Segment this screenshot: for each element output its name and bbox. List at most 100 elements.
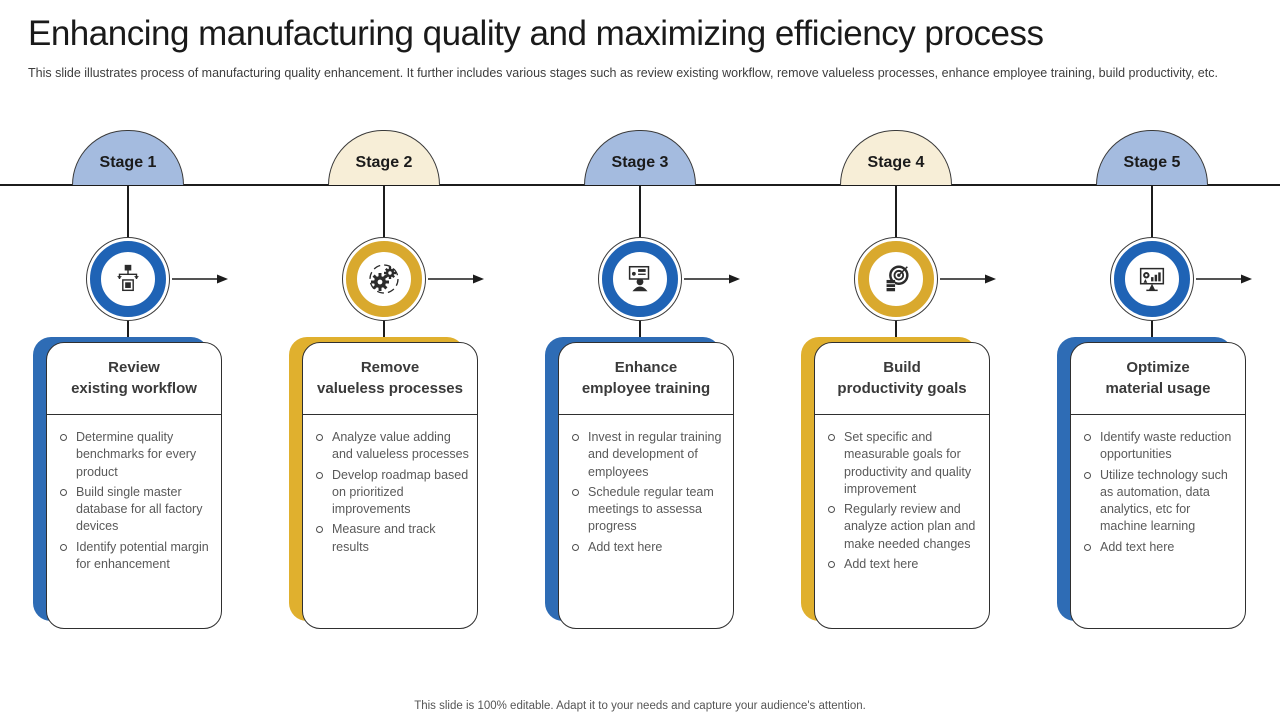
list-item: Determine quality benchmarks for every p… [60, 429, 213, 481]
list-item: Schedule regular team meetings to assess… [572, 484, 725, 536]
card-title-line: Enhance [614, 359, 678, 377]
circle-outline [342, 237, 426, 321]
connector [895, 321, 897, 337]
card-title-line: Build [883, 359, 921, 377]
arrow-right-icon [940, 273, 996, 285]
card-body: Build productivity goals Set specific an… [814, 342, 990, 629]
connector [127, 185, 129, 237]
card-title-line: Optimize [1126, 359, 1190, 377]
list-item: Utilize technology such as automation, d… [1084, 467, 1237, 536]
connector [383, 185, 385, 237]
gears-icon [366, 261, 402, 297]
list-item: Identify potential margin for enhancemen… [60, 539, 213, 574]
stages-row: Stage 1 [0, 130, 1280, 629]
bullet-list: Invest in regular training and developme… [559, 415, 733, 559]
stage-column-5: Stage 5 [1024, 130, 1280, 629]
list-item: Add text here [828, 556, 981, 573]
connector [383, 321, 385, 337]
stage-4-card: Build productivity goals Set specific an… [801, 337, 991, 629]
bullet-icon [60, 434, 67, 441]
list-item: Build single master database for all fac… [60, 484, 213, 536]
workflow-icon [111, 262, 145, 296]
bullet-icon [828, 434, 835, 441]
card-title-line: valueless processes [317, 379, 463, 397]
stage-5-label: Stage 5 [1123, 154, 1181, 171]
icon-ring [346, 241, 422, 317]
card-body: Optimize material usage Identify waste r… [1070, 342, 1246, 629]
stage-2-icon-circle [342, 237, 484, 321]
circle-outline [854, 237, 938, 321]
circle-outline [86, 237, 170, 321]
stage-5-dome: Stage 5 [1096, 130, 1208, 185]
circle-outline [1110, 237, 1194, 321]
stage-column-2: Stage 2 [256, 130, 512, 629]
list-item: Measure and track results [316, 521, 469, 556]
stage-column-1: Stage 1 [0, 130, 256, 629]
bullet-icon [60, 543, 67, 551]
list-item: Identify waste reduction opportunities [1084, 429, 1237, 464]
list-item: Develop roadmap based on prioritized imp… [316, 467, 469, 519]
connector [895, 185, 897, 237]
card-body: Remove valueless processes Analyze value… [302, 342, 478, 629]
stage-3-dome: Stage 3 [584, 130, 696, 185]
stage-column-3: Stage 3 [512, 130, 768, 629]
card-title-line: Review [108, 359, 160, 377]
stage-4-dome: Stage 4 [840, 130, 952, 185]
card-title: Optimize material usage [1071, 343, 1245, 415]
icon-ring [90, 241, 166, 317]
connector [127, 321, 129, 337]
arrow-right-icon [428, 273, 484, 285]
card-title: Enhance employee training [559, 343, 733, 415]
stage-5-card: Optimize material usage Identify waste r… [1057, 337, 1247, 629]
connector [1151, 185, 1153, 237]
card-title: Review existing workflow [47, 343, 221, 415]
stage-2-dome: Stage 2 [328, 130, 440, 185]
card-body: Enhance employee training Invest in regu… [558, 342, 734, 629]
bullet-icon [316, 471, 323, 479]
card-title-line: Remove [360, 359, 420, 377]
stage-1-card: Review existing workflow Determine quali… [33, 337, 223, 629]
arrow-right-icon [1196, 273, 1252, 285]
training-icon [623, 262, 657, 296]
list-item: Analyze value adding and valueless proce… [316, 429, 469, 464]
bullet-icon [60, 488, 67, 496]
bullet-icon [316, 526, 323, 534]
stage-5-icon-circle [1110, 237, 1252, 321]
bullet-icon [572, 488, 579, 496]
bullet-list: Analyze value adding and valueless proce… [303, 415, 477, 559]
icon-ring [1114, 241, 1190, 317]
bullet-icon [572, 543, 579, 551]
connector [639, 321, 641, 337]
card-title: Remove valueless processes [303, 343, 477, 415]
card-title-line: employee training [581, 379, 711, 397]
bullet-list: Identify waste reduction opportunities U… [1071, 415, 1245, 559]
bullet-icon [316, 434, 323, 441]
stage-1-dome: Stage 1 [72, 130, 184, 185]
stage-3-card: Enhance employee training Invest in regu… [545, 337, 735, 629]
circle-outline [598, 237, 682, 321]
icon-ring [602, 241, 678, 317]
icon-ring [858, 241, 934, 317]
stage-3-label: Stage 3 [611, 154, 669, 171]
analytics-icon [1135, 262, 1169, 296]
bullet-list: Determine quality benchmarks for every p… [47, 415, 221, 576]
card-title-line: existing workflow [71, 379, 197, 397]
bullet-list: Set specific and measurable goals for pr… [815, 415, 989, 576]
page-subtitle: This slide illustrates process of manufa… [28, 66, 1218, 80]
list-item: Set specific and measurable goals for pr… [828, 429, 981, 498]
bullet-icon [828, 506, 835, 513]
bullet-icon [1084, 434, 1091, 441]
page-title: Enhancing manufacturing quality and maxi… [28, 14, 1044, 53]
stage-column-4: Stage 4 [768, 130, 1024, 629]
footer-note: This slide is 100% editable. Adapt it to… [414, 700, 866, 712]
list-item: Add text here [572, 539, 725, 556]
arrow-right-icon [172, 273, 228, 285]
list-item: Add text here [1084, 539, 1237, 556]
arrow-right-icon [684, 273, 740, 285]
connector [1151, 321, 1153, 337]
stage-3-icon-circle [598, 237, 740, 321]
connector [639, 185, 641, 237]
bullet-icon [572, 434, 579, 441]
bullet-icon [1084, 543, 1091, 551]
